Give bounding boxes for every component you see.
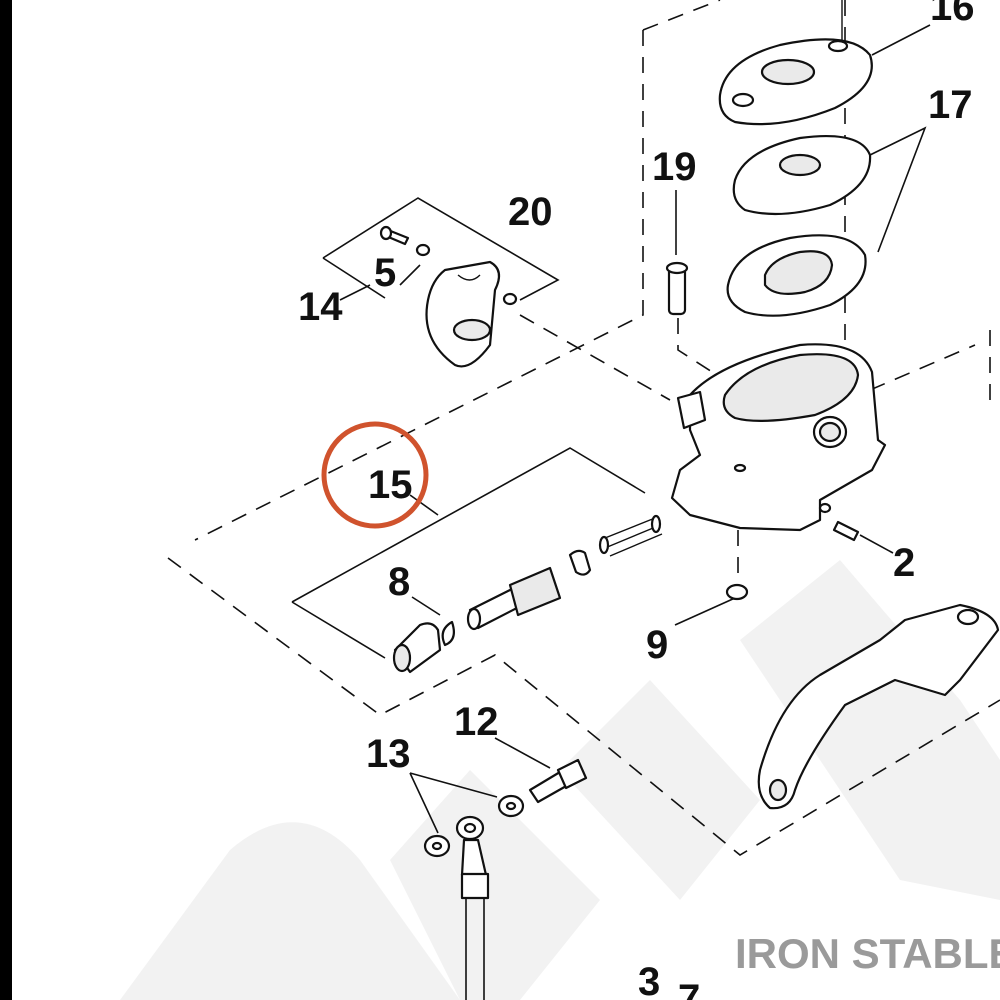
clamp-center-line: [519, 314, 671, 401]
frame-edge: [0, 0, 12, 1000]
top-dashed-boundary: [642, 0, 721, 31]
callout-14: 14: [298, 285, 343, 329]
pin-part-19: [665, 261, 689, 316]
leader-5: [399, 264, 421, 286]
piston-assembly-part-15: [466, 514, 663, 631]
bracket-20-left: [322, 257, 386, 299]
callout-12: 12: [454, 700, 499, 744]
bracket-15-left: [291, 601, 386, 659]
callout-7: 7: [678, 977, 700, 1000]
leader-14: [339, 284, 371, 301]
callout-9: 9: [646, 623, 668, 667]
bracket-15-top: [291, 447, 646, 603]
callout-8: 8: [388, 560, 410, 604]
lower-dashed-boundary: [167, 557, 1000, 856]
right-dashed-link: [869, 344, 976, 391]
screw-part-14: [379, 225, 410, 246]
leader-2: [859, 534, 894, 554]
leader-8: [411, 596, 441, 616]
callout-2: 2: [893, 541, 915, 585]
leader-16: [871, 24, 931, 56]
upper-dashed-boundary: [194, 30, 644, 541]
leader-9: [674, 597, 736, 626]
master-cylinder-body: [670, 343, 887, 532]
highlight-circle-15: [321, 421, 429, 529]
bracket-20: [322, 197, 560, 301]
washer-part-5: [415, 243, 518, 306]
leader-15: [409, 494, 439, 516]
callout-15: 15: [368, 463, 413, 507]
callout-5: 5: [374, 251, 396, 295]
gasket-parts-17: [726, 135, 872, 317]
brand-watermark: IRON STABLE: [735, 930, 1000, 977]
banjo-bolt-part-12: [528, 758, 588, 804]
boot-part-8: [392, 620, 455, 674]
brake-line: [455, 815, 490, 1000]
callout-17: 17: [928, 83, 973, 127]
set-screw-part-2: [832, 520, 860, 542]
clamp-part-20: [425, 260, 501, 368]
callout-16: 16: [930, 0, 975, 29]
leader-17: [869, 126, 927, 253]
callout-13: 13: [366, 732, 411, 776]
clip-part-9: [725, 583, 749, 601]
callout-3: 3: [638, 960, 660, 1000]
callout-19: 19: [652, 145, 697, 189]
callout-20: 20: [508, 190, 553, 234]
leader-13: [409, 772, 498, 834]
washers-part-13: [423, 794, 525, 858]
leader-12: [494, 737, 551, 769]
brake-lever: [757, 603, 1000, 810]
cover-part-16: [718, 0, 873, 126]
